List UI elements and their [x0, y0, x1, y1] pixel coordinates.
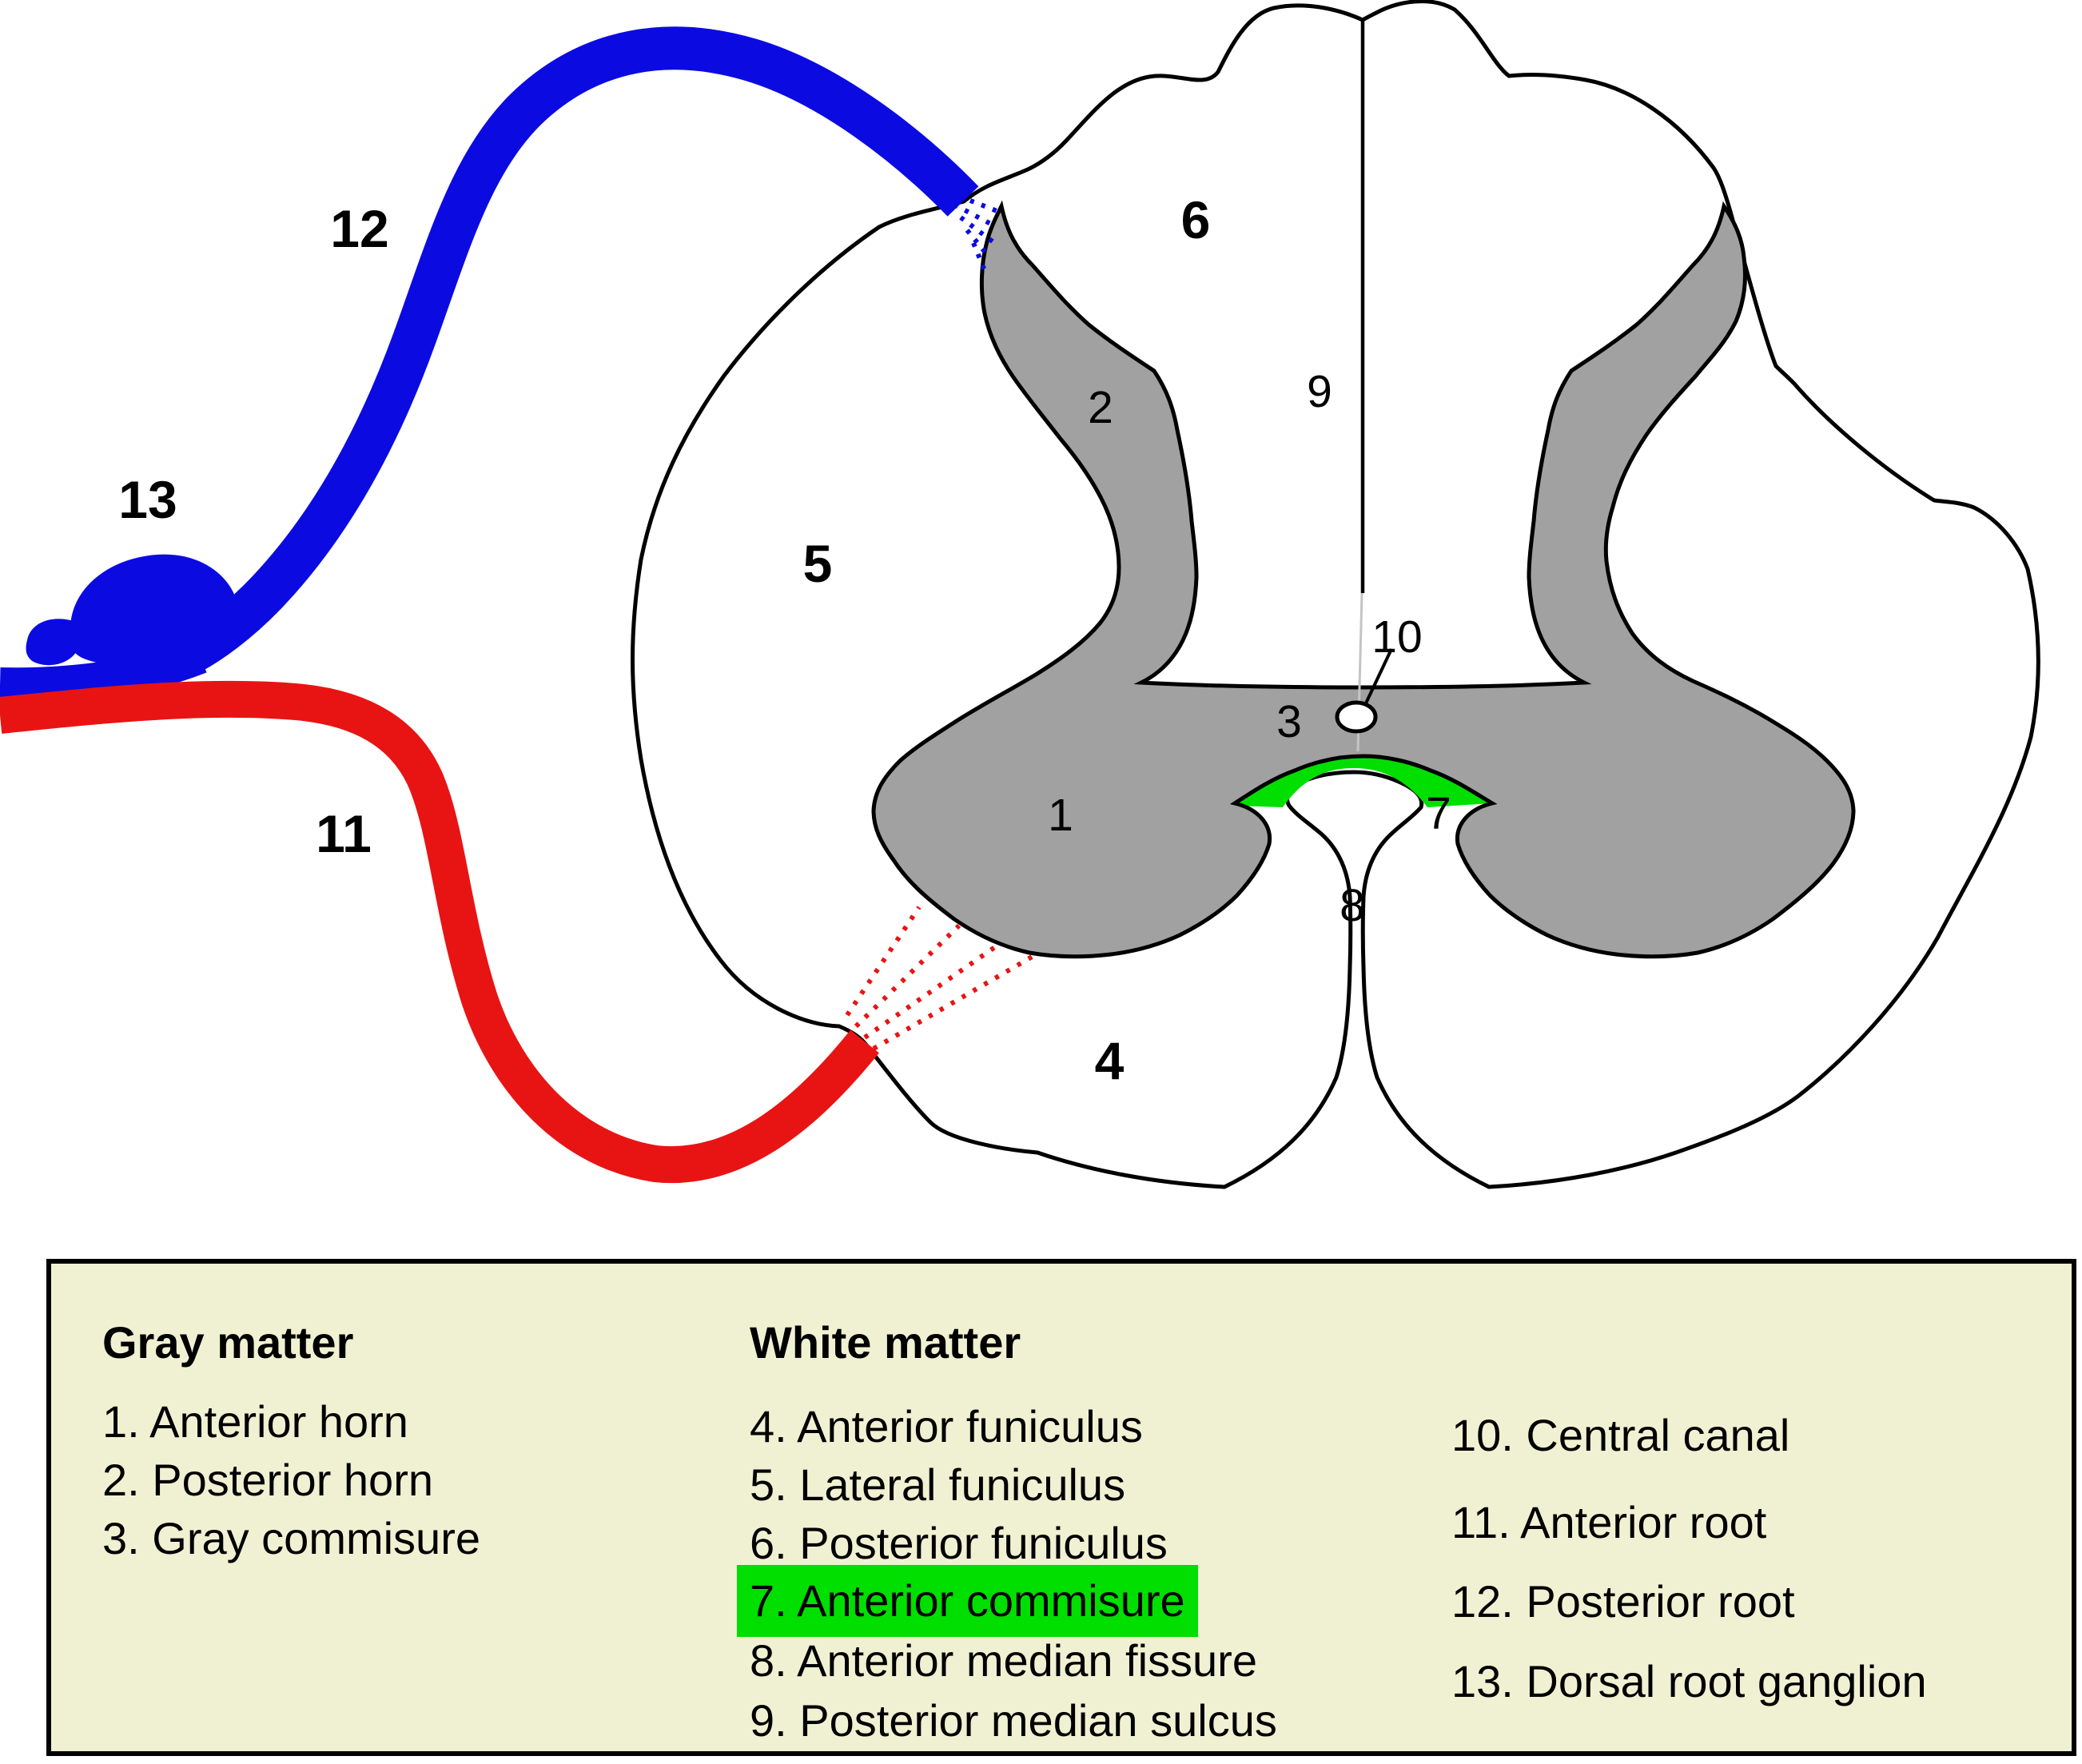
- diagram-label-4: 4: [1094, 1031, 1125, 1090]
- gray-matter-butterfly: [871, 200, 1856, 959]
- cord-outline-white-matter: [631, 0, 2040, 1189]
- legend-item-posterior-root: 12. Posterior root: [1451, 1576, 1795, 1627]
- legend-item-posterior-horn: 2. Posterior horn: [102, 1455, 433, 1505]
- legend-item-anterior-commisure-highlighted: 7. Anterior commisure: [737, 1565, 1198, 1637]
- diagram-label-7: 7: [1426, 788, 1451, 839]
- diagram-label-13: 13: [118, 470, 177, 529]
- diagram-label-3: 3: [1276, 696, 1302, 747]
- legend-header-white-matter: White matter: [750, 1317, 1021, 1368]
- legend-item-anterior-horn: 1. Anterior horn: [102, 1396, 408, 1447]
- legend-item-lateral-funiculus: 5. Lateral funiculus: [750, 1459, 1126, 1510]
- legend-item-dorsal-root-ganglion: 13. Dorsal root ganglion: [1451, 1656, 1927, 1706]
- legend-item-central-canal: 10. Central canal: [1451, 1410, 1790, 1460]
- diagram-label-12: 12: [330, 199, 389, 258]
- legend-item-anterior-funiculus: 4. Anterior funiculus: [750, 1401, 1143, 1451]
- central-canal-leader-line: [1363, 648, 1393, 706]
- legend-item-posterior-funiculus: 6. Posterior funiculus: [750, 1518, 1168, 1568]
- legend-header-gray-matter: Gray matter: [102, 1317, 354, 1368]
- legend-item-anterior-root: 11. Anterior root: [1451, 1497, 1767, 1547]
- diagram-label-1: 1: [1048, 790, 1073, 841]
- legend-item-posterior-median-sulcus: 9. Posterior median sulcus: [750, 1695, 1277, 1746]
- central-canal: [1335, 700, 1378, 734]
- dorsal-root-ganglion: [69, 554, 240, 669]
- legend-box: Gray matter 1. Anterior horn 2. Posterio…: [46, 1259, 2076, 1756]
- diagram-label-6: 6: [1180, 190, 1211, 249]
- posterior-rootlets-dotted: [946, 189, 1001, 274]
- diagram-label-9: 9: [1307, 366, 1332, 417]
- legend-item-gray-commisure: 3. Gray commisure: [102, 1513, 480, 1563]
- dorsal-root-ganglion-small-lobe: [26, 619, 81, 666]
- legend-item-anterior-median-fissure: 8. Anterior median fissure: [750, 1635, 1257, 1686]
- diagram-label-8: 8: [1340, 880, 1365, 931]
- diagram-label-5: 5: [802, 534, 833, 593]
- diagram-label-11: 11: [316, 804, 372, 863]
- anterior-rootlets-dotted: [845, 906, 1041, 1051]
- anterior-root-red-nerve: [0, 680, 879, 1184]
- diagram-label-2: 2: [1088, 382, 1113, 433]
- diagram-label-10: 10: [1371, 611, 1423, 663]
- posterior-root-blue-nerve: [173, 26, 979, 677]
